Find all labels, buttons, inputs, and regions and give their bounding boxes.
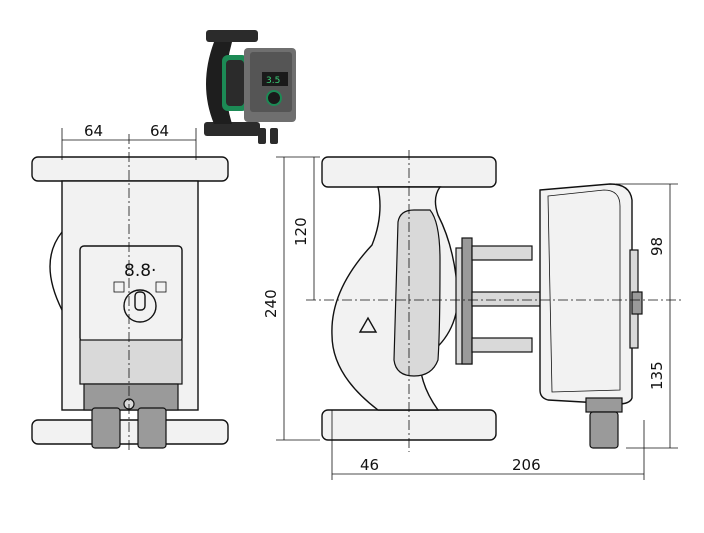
front-view: 8.8· 64 64: [31, 122, 229, 450]
front-bottom-flange: [31, 419, 229, 445]
dim-right-upper: 98: [648, 237, 666, 256]
front-motor-bulge: [49, 231, 63, 311]
front-gland-right: [137, 407, 167, 449]
side-gland-nut: [585, 397, 623, 413]
dim-upper-height: 120: [292, 217, 310, 246]
photo-top-flange: [206, 30, 258, 42]
side-module-inner: [547, 189, 621, 393]
product-photo: 3.5: [204, 30, 296, 144]
front-lower-module: [79, 339, 183, 385]
front-gland-left: [91, 407, 121, 449]
dim-bottom-right: 206: [512, 456, 541, 474]
photo-display-reading: 3.5: [266, 76, 280, 86]
front-button-right: [155, 281, 167, 293]
side-rod-middle: [471, 291, 545, 307]
side-motor-plate-inner: [461, 237, 473, 365]
photo-motor-core: [226, 60, 244, 106]
side-electronics-module: [539, 183, 633, 405]
photo-display: [262, 72, 288, 86]
side-rod-top: [471, 245, 533, 261]
dim-front-left: 64: [84, 122, 103, 140]
warning-triangle-icon: [358, 316, 378, 333]
side-module-knob: [631, 291, 643, 315]
front-top-flange: [31, 156, 229, 182]
control-knob-icon: [123, 289, 157, 323]
dim-right-lower: 135: [648, 361, 666, 390]
side-gland: [589, 411, 619, 449]
photo-gland-right: [270, 128, 278, 144]
front-display-reading: 8.8·: [124, 261, 156, 281]
photo-knob-icon: [266, 90, 282, 106]
front-button-left: [113, 281, 125, 293]
side-rod-bottom: [471, 337, 533, 353]
side-view: 240 120 46 206 98 135: [262, 150, 682, 480]
dim-total-height: 240: [262, 289, 280, 318]
photo-bottom-flange: [204, 122, 260, 136]
photo-gland-left: [258, 128, 266, 144]
dim-front-right: 64: [150, 122, 169, 140]
dim-bottom-left: 46: [360, 456, 379, 474]
side-impeller-housing: [393, 209, 441, 377]
